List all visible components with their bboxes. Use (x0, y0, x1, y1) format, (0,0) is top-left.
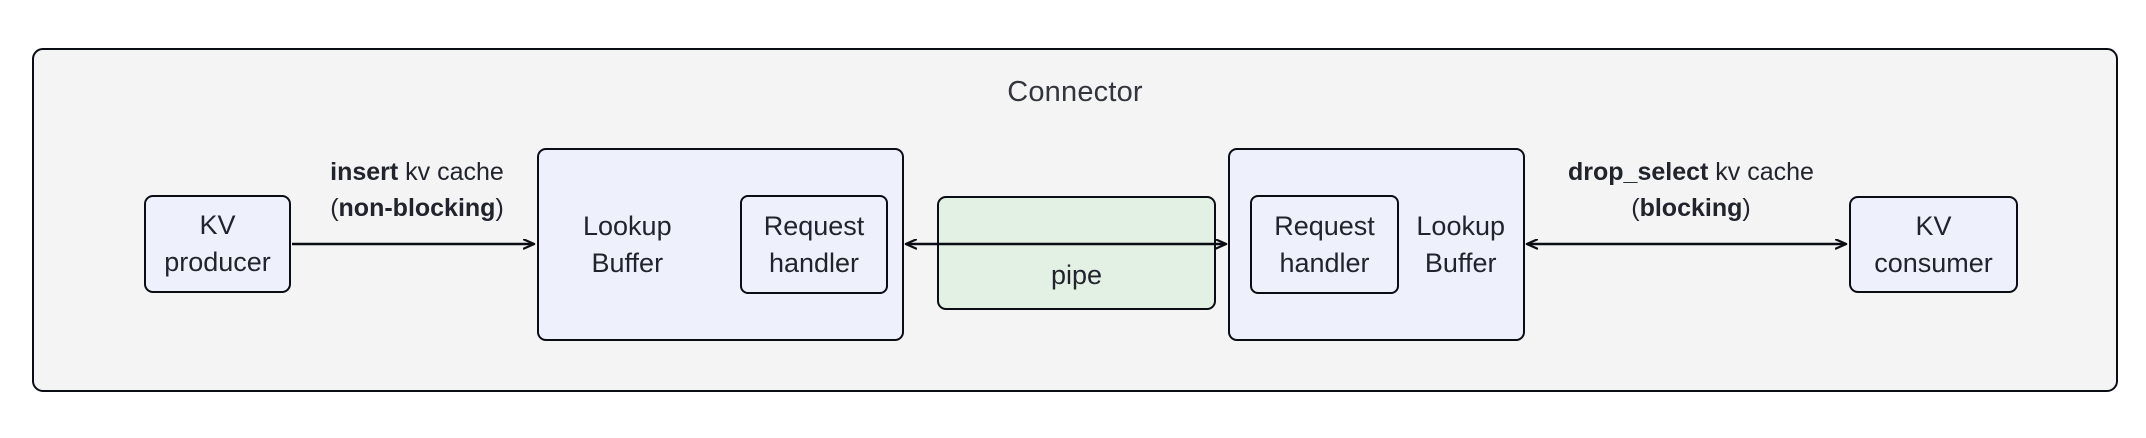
request-handler-left-label: Request handler (764, 208, 865, 281)
edge-label-drop-select-line-2: (blocking) (1530, 191, 1852, 227)
edge-label-insert-rest: kv cache (398, 158, 504, 186)
edge-label-insert-mode: non-blocking (338, 193, 496, 222)
edge-label-insert-line-2: (non-blocking) (292, 191, 542, 227)
edge-label-drop-select-line-1: drop_select kv cache (1530, 155, 1852, 191)
node-kv-producer-label: KV producer (164, 207, 271, 280)
kv-consumer-line-2: consumer (1874, 247, 1993, 278)
edge-label-drop-select-bold: drop_select (1568, 158, 1709, 186)
lookup-buffer-right-line-2: Buffer (1424, 247, 1497, 278)
request-handler-right-label: Request handler (1274, 208, 1375, 281)
request-handler-left-line-1: Request (763, 210, 865, 241)
request-handler-right-line-2: handler (1279, 247, 1370, 278)
node-pipe: pipe (937, 196, 1216, 310)
connector-title: Connector (1007, 76, 1143, 108)
edge-label-drop-select-paren-close: ) (1742, 193, 1751, 222)
edge-label-insert-bold: insert (330, 158, 399, 186)
edge-label-drop-select-paren-open: ( (1631, 193, 1640, 222)
edge-label-drop-select-rest: kv cache (1708, 158, 1814, 186)
edge-label-drop-select-mode: blocking (1639, 193, 1743, 222)
node-kv-producer: KV producer (144, 195, 291, 293)
request-handler-left-line-2: handler (768, 247, 860, 278)
request-handler-right-line-1: Request (1274, 210, 1375, 241)
pipe-label: pipe (1050, 260, 1103, 291)
lookup-buffer-left-line-1: Lookup (583, 210, 672, 241)
lookup-buffer-left-label: Lookup Buffer (583, 208, 672, 281)
edge-label-drop-select: drop_select kv cache (blocking) (1530, 155, 1852, 226)
lookup-buffer-right-line-1: Lookup (1416, 210, 1505, 241)
node-kv-consumer-label: KV consumer (1874, 208, 1993, 281)
node-request-handler-left: Request handler (740, 195, 888, 294)
edge-label-insert-line-1: insert kv cache (292, 155, 542, 191)
edge-label-insert-paren-close: ) (495, 193, 504, 222)
lookup-buffer-right-label: Lookup Buffer (1416, 208, 1505, 281)
kv-producer-line-2: producer (164, 247, 271, 277)
kv-consumer-line-1: KV (1915, 210, 1952, 241)
node-request-handler-right: Request handler (1250, 195, 1399, 294)
node-kv-consumer: KV consumer (1849, 196, 2018, 293)
edge-label-insert: insert kv cache (non-blocking) (292, 155, 542, 226)
lookup-buffer-left-line-2: Buffer (591, 247, 664, 278)
kv-producer-line-1: KV (199, 210, 236, 241)
edge-label-insert-paren-open: ( (330, 193, 339, 222)
